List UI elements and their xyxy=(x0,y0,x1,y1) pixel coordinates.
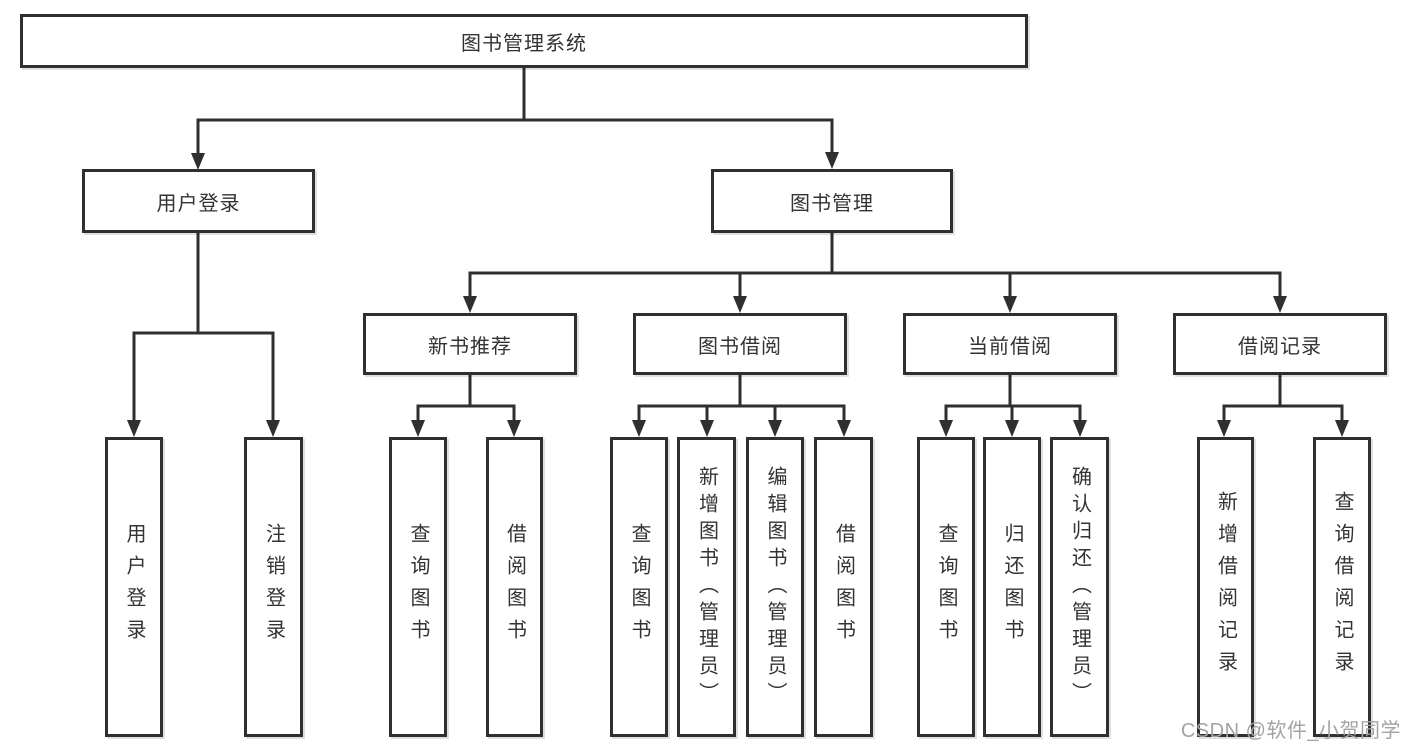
node-borrowing-records: 借阅记录 xyxy=(1173,313,1387,375)
leaf-add-book-admin: 新增图书（管理员） xyxy=(677,437,736,737)
leaf-confirm-return-admin: 确认归还（管理员） xyxy=(1050,437,1109,737)
leaf-user-login: 用户登录 xyxy=(105,437,163,737)
leaf-borrow-books: 借阅图书 xyxy=(814,437,873,737)
leaf-query-books-recommend: 查询图书 xyxy=(389,437,447,737)
leaf-query-books-borrow: 查询图书 xyxy=(610,437,668,737)
leaf-query-books-current: 查询图书 xyxy=(917,437,975,737)
node-current-borrowing: 当前借阅 xyxy=(903,313,1117,375)
node-user-login: 用户登录 xyxy=(82,169,315,233)
watermark: CSDN @软件_小贺同学 xyxy=(1180,720,1401,742)
leaf-logout: 注销登录 xyxy=(244,437,303,737)
leaf-return-book: 归还图书 xyxy=(983,437,1041,737)
node-book-management: 图书管理 xyxy=(711,169,953,233)
leaf-add-borrow-record: 新增借阅记录 xyxy=(1197,437,1254,737)
leaf-edit-book-admin: 编辑图书（管理员） xyxy=(746,437,804,737)
node-new-book-recommendation: 新书推荐 xyxy=(363,313,577,375)
node-book-borrowing: 图书借阅 xyxy=(633,313,847,375)
node-library-management-system: 图书管理系统 xyxy=(20,14,1028,68)
leaf-query-borrow-record: 查询借阅记录 xyxy=(1313,437,1371,737)
leaf-borrow-books-recommend: 借阅图书 xyxy=(486,437,543,737)
